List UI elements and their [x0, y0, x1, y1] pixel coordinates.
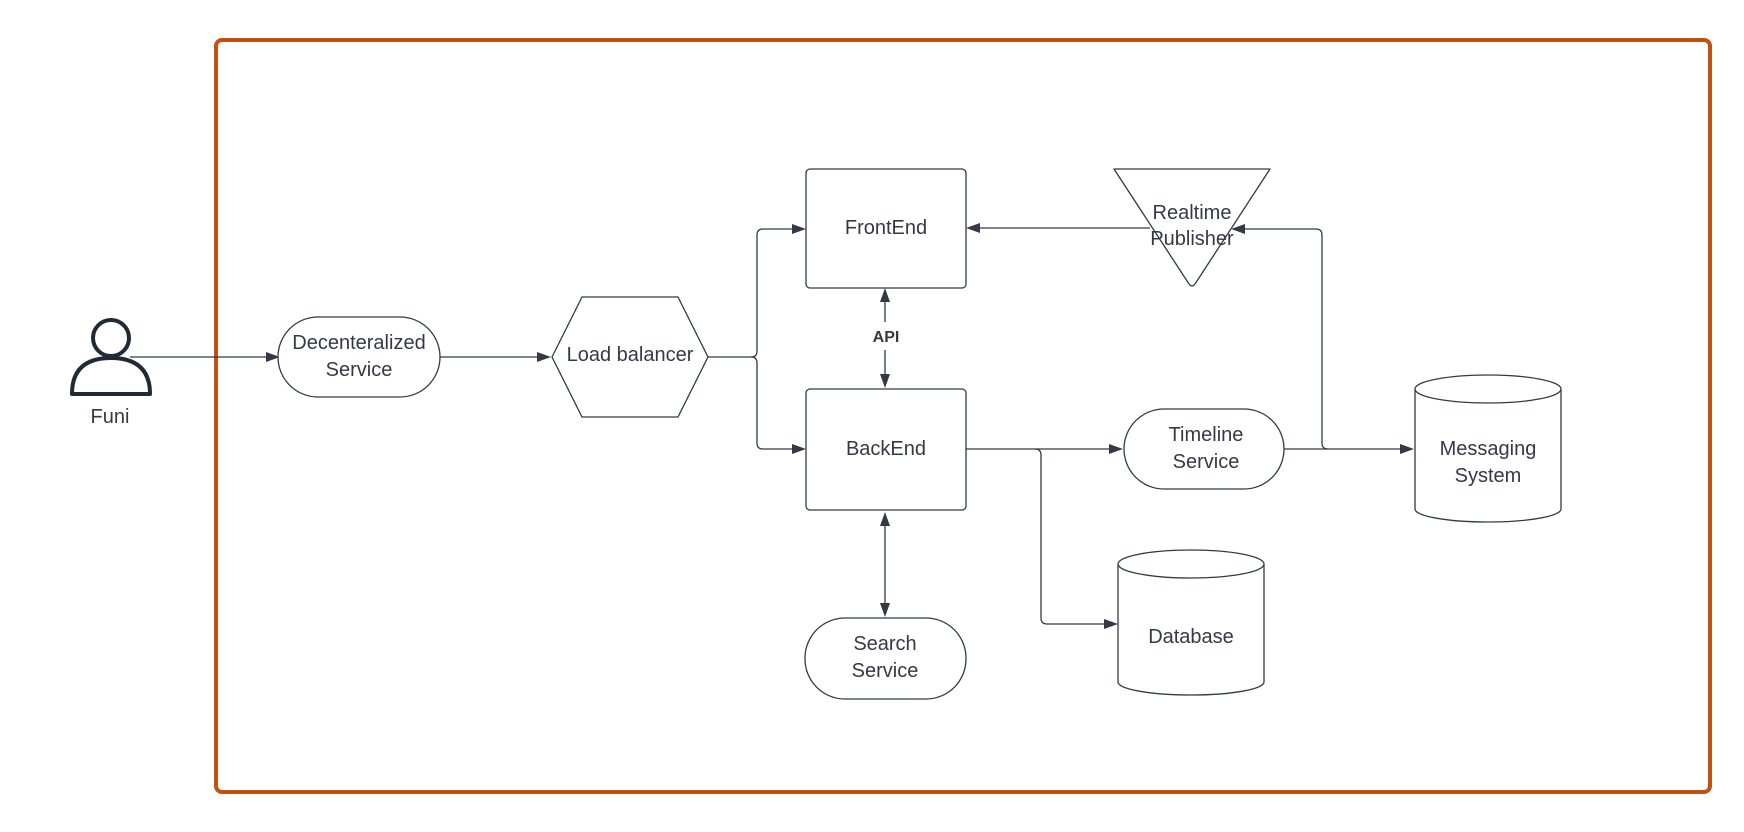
arrowhead: [880, 374, 890, 388]
node-load-balancer: Load balancer: [551, 296, 709, 418]
arrowhead: [792, 444, 806, 454]
node-messaging-system: Messaging System: [1414, 374, 1562, 523]
edge-lb-to-backend: [750, 356, 794, 450]
arrowhead: [1400, 444, 1414, 454]
actor-funi: Funi: [70, 318, 152, 428]
node-backend: BackEnd: [805, 388, 967, 511]
arrowhead: [880, 603, 890, 617]
arrowhead: [537, 352, 551, 362]
system-boundary-frame: [214, 38, 1712, 794]
arrowhead: [1231, 224, 1245, 234]
edge-messaging-to-realtime: [1244, 228, 1329, 450]
realtime-line2: Publisher: [1150, 228, 1234, 250]
actor-label: Funi: [91, 406, 130, 428]
edge-backend-to-database: [1034, 448, 1105, 625]
search-line1: Search: [853, 633, 916, 655]
node-realtime-publisher: Realtime Publisher: [1113, 168, 1271, 287]
timeline-line2: Service: [1173, 451, 1240, 473]
node-frontend: FrontEnd: [805, 168, 967, 289]
backend-label: BackEnd: [846, 438, 926, 460]
arrowhead: [1104, 619, 1118, 629]
edge-lb-to-frontend: [708, 228, 794, 358]
messaging-line2: System: [1455, 465, 1522, 487]
messaging-line1: Messaging: [1440, 438, 1537, 460]
api-edge-label: API: [873, 329, 900, 346]
arrowhead: [792, 224, 806, 234]
arrowhead: [880, 512, 890, 526]
search-line2: Service: [852, 660, 919, 682]
node-timeline-service: Timeline Service: [1123, 408, 1285, 490]
node-database: Database: [1117, 549, 1265, 696]
arrowhead: [966, 223, 980, 233]
arrowhead: [1109, 444, 1123, 454]
person-icon: [70, 318, 152, 396]
arrowhead: [880, 288, 890, 302]
realtime-line1: Realtime: [1153, 202, 1232, 224]
edges: [130, 223, 1414, 629]
node-search-service: Search Service: [804, 617, 967, 700]
frontend-label: FrontEnd: [845, 217, 927, 239]
arrowhead: [266, 352, 280, 362]
node-decentralized-service: Decenteralized Service: [277, 316, 441, 398]
decentralized-line1: Decenteralized: [292, 332, 425, 354]
database-label: Database: [1148, 626, 1234, 648]
timeline-line1: Timeline: [1169, 424, 1244, 446]
load-balancer-label: Load balancer: [567, 344, 694, 366]
decentralized-line2: Service: [326, 359, 393, 381]
